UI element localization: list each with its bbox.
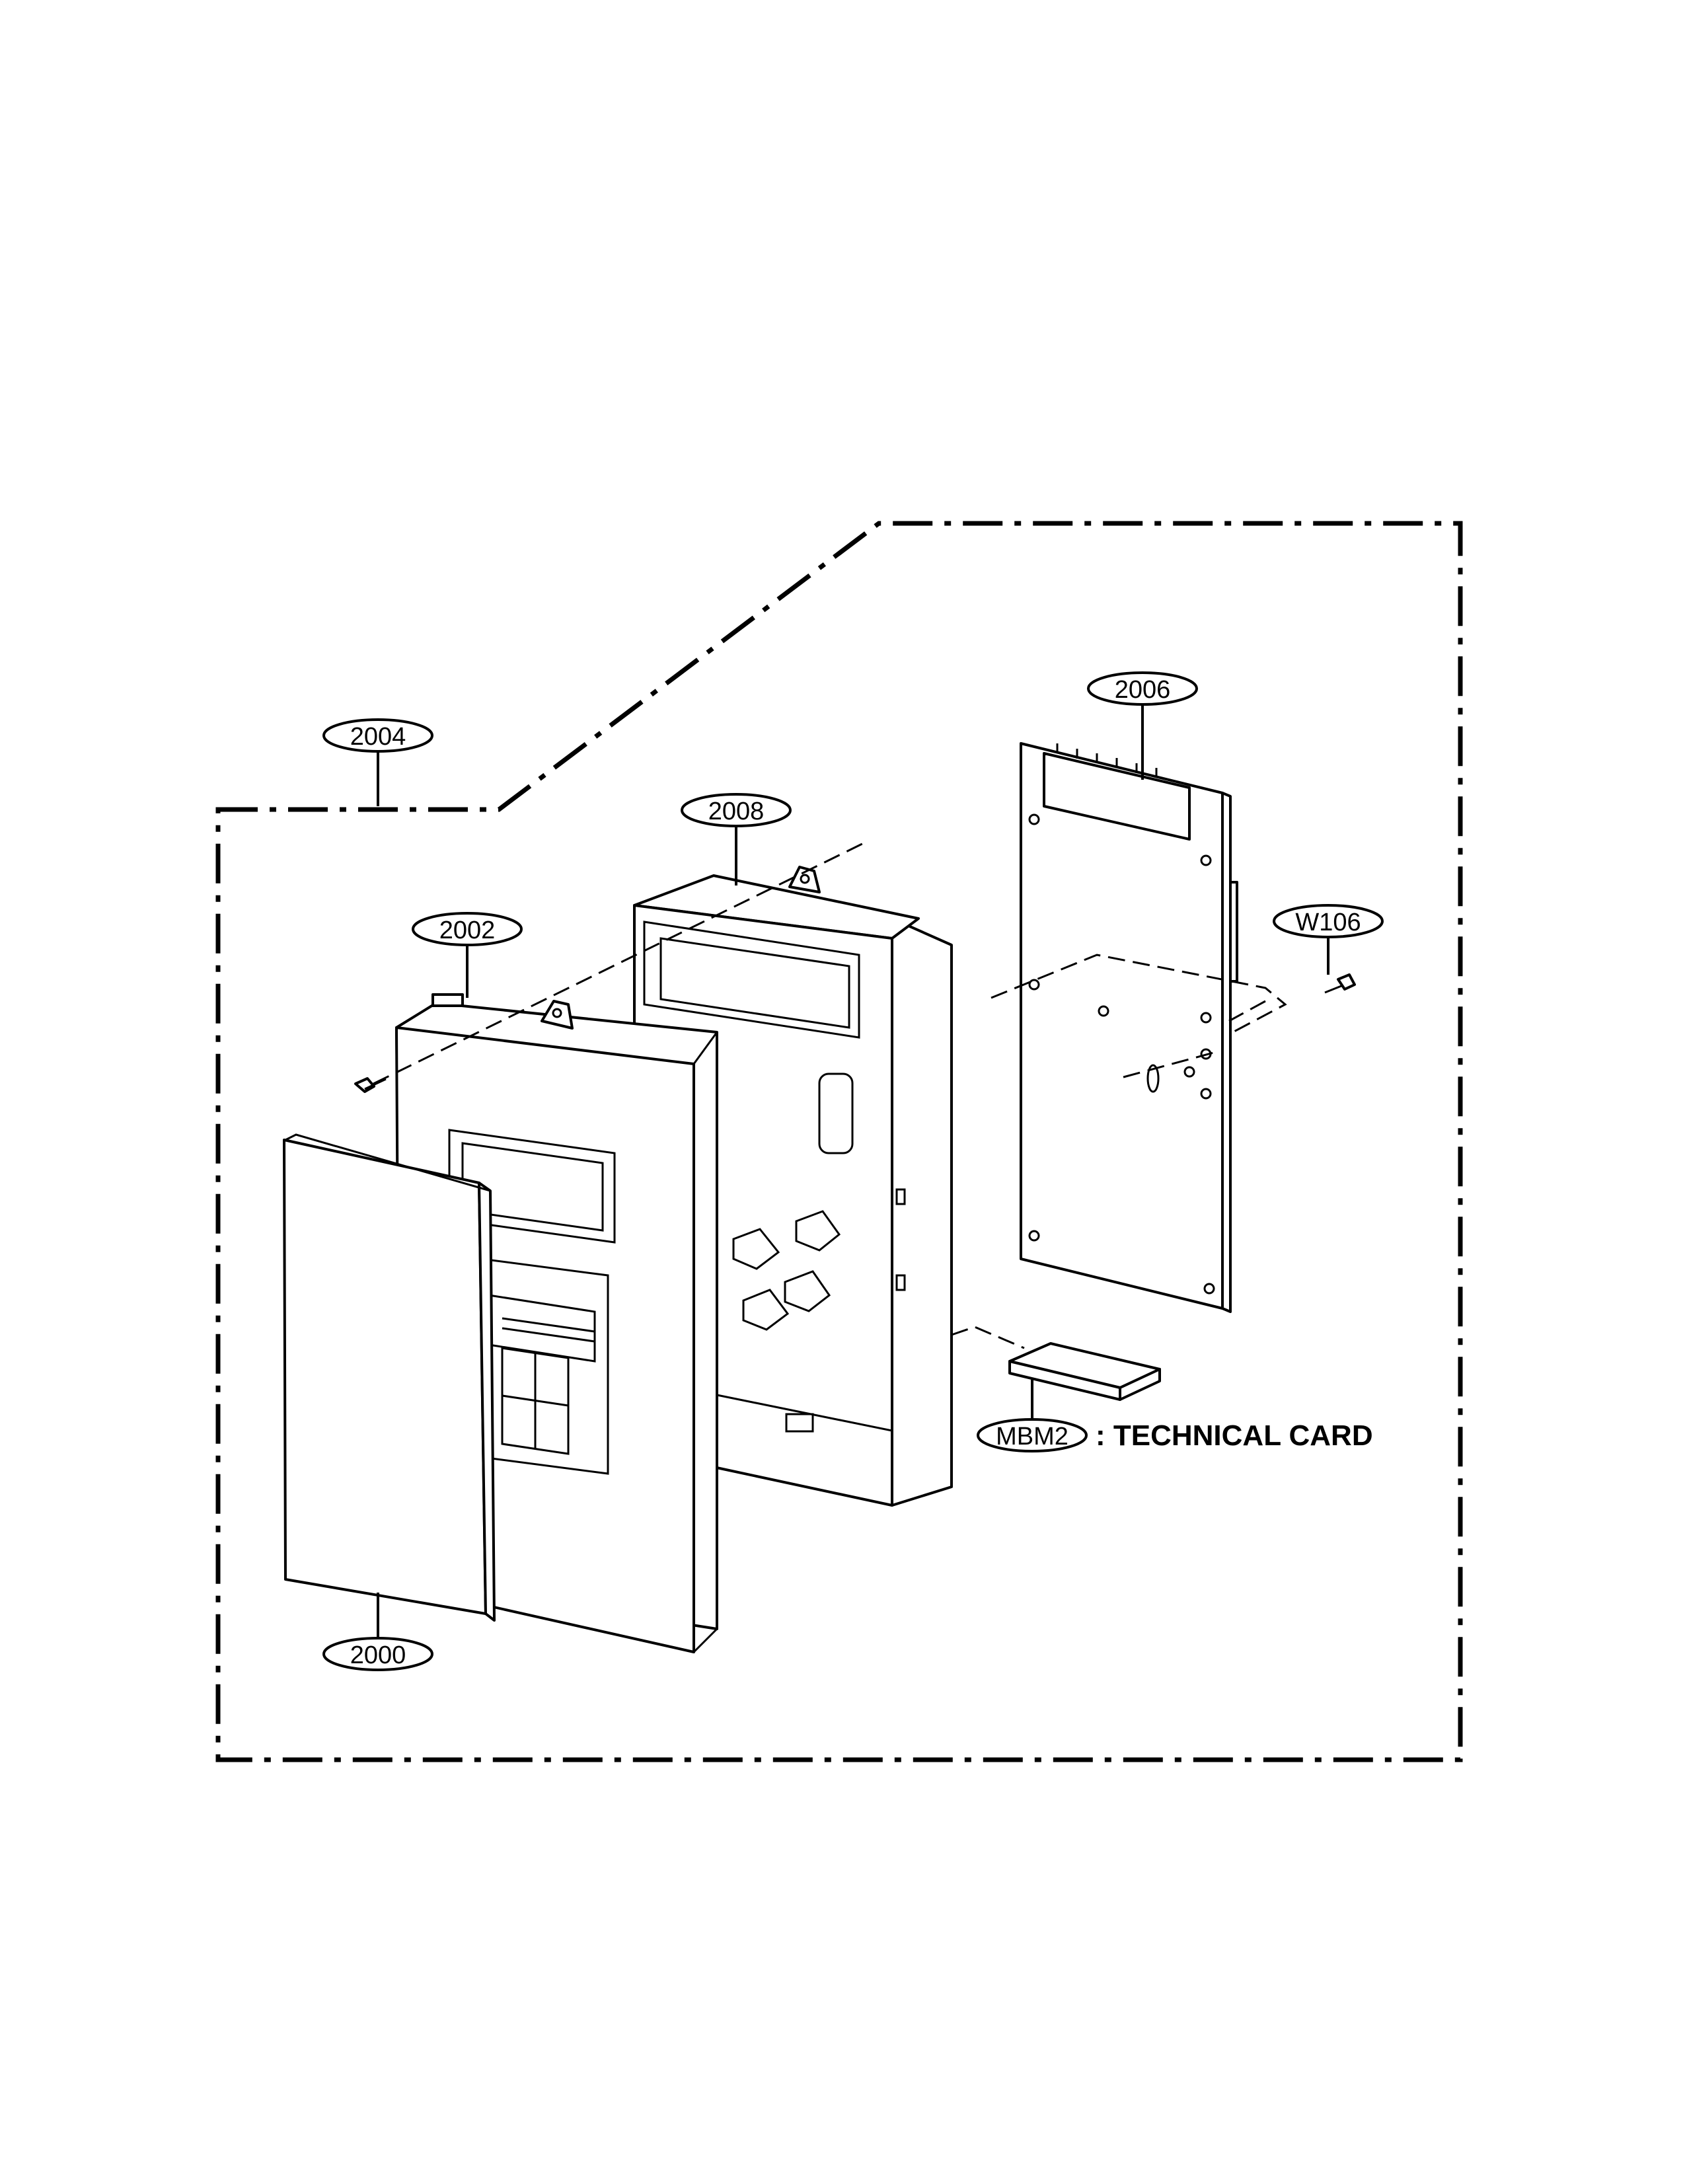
screw-w106 xyxy=(1324,973,1356,994)
svg-text:2008: 2008 xyxy=(708,798,765,825)
svg-text:W106: W106 xyxy=(1295,909,1361,936)
callout-2004: 2004 xyxy=(322,718,433,753)
part-2006-pcb xyxy=(1020,742,1238,1313)
screw-left xyxy=(354,1077,387,1093)
callout-mbm2: MBM2 xyxy=(977,1418,1088,1452)
part-2000-front-cover xyxy=(283,1133,496,1622)
svg-text:2004: 2004 xyxy=(350,723,406,751)
svg-text:MBM2: MBM2 xyxy=(996,1423,1068,1450)
callout-2008: 2008 xyxy=(681,793,792,827)
assembly-boundary xyxy=(215,521,1463,1762)
svg-text:2006: 2006 xyxy=(1115,676,1171,704)
svg-text:2000: 2000 xyxy=(350,1641,406,1669)
svg-text:2002: 2002 xyxy=(439,917,496,944)
callout-w106: W106 xyxy=(1273,904,1384,938)
technical-card-note: : TECHNICAL CARD xyxy=(1096,1419,1373,1452)
callout-2002: 2002 xyxy=(412,912,523,946)
callout-2006: 2006 xyxy=(1087,671,1198,706)
alignment-lines xyxy=(373,839,1287,1349)
leader-lines xyxy=(377,704,1329,1638)
part-mbm2-technical-card xyxy=(1008,1342,1161,1401)
callout-2000: 2000 xyxy=(322,1637,433,1671)
